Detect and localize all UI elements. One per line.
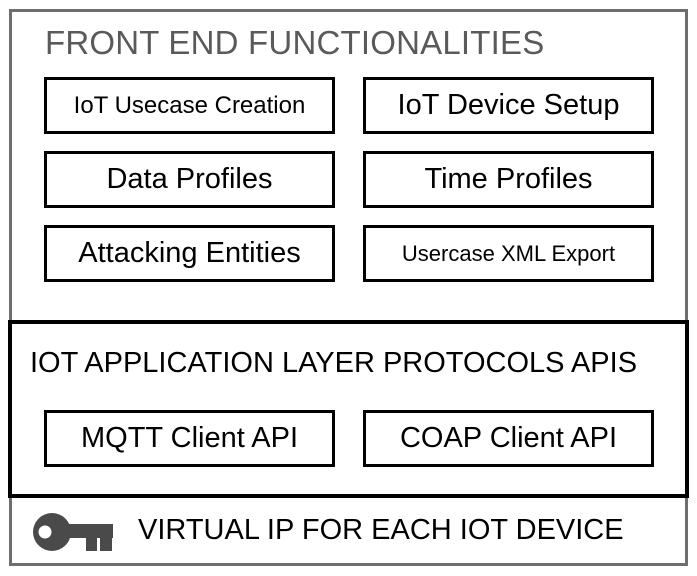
protocols-title: IOT APPLICATION LAYER PROTOCOLS APIS	[30, 347, 638, 379]
xml-export-box: Usercase XML Export	[363, 225, 654, 282]
diagram-frame	[9, 9, 688, 566]
protocols-layer	[8, 320, 689, 498]
mqtt-client-box: MQTT Client API	[44, 410, 335, 467]
coap-client-box: COAP Client API	[363, 410, 654, 467]
front-end-title: FRONT END FUNCTIONALITIES	[45, 24, 545, 61]
device-setup-box: IoT Device Setup	[363, 77, 654, 134]
key-icon	[33, 513, 113, 551]
usecase-creation-box: IoT Usecase Creation	[44, 77, 335, 134]
time-profiles-box: Time Profiles	[363, 151, 654, 208]
data-profiles-box: Data Profiles	[44, 151, 335, 208]
attacking-entities-box: Attacking Entities	[44, 225, 335, 282]
virtual-ip-label: VIRTUAL IP FOR EACH IOT DEVICE	[138, 514, 624, 546]
